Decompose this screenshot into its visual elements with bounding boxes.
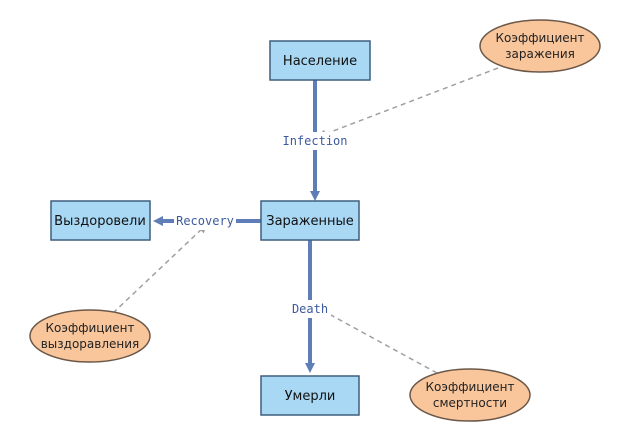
stock-population-label: Население: [283, 54, 357, 69]
stock-recovered[interactable]: Выздоровели: [50, 200, 151, 241]
param-infection-rate-line1: Коэффициент: [496, 31, 585, 45]
param-mortality-rate[interactable]: Коэффициент смертности: [409, 368, 531, 422]
param-mortality-rate-line2: смертности: [433, 396, 507, 410]
stock-dead-label: Умерли: [285, 389, 336, 404]
link-mortality-rate: [315, 306, 438, 374]
param-infection-rate[interactable]: Коэффициент заражения: [479, 19, 601, 73]
stock-dead[interactable]: Умерли: [260, 375, 360, 416]
link-recovery-rate: [112, 223, 208, 314]
stock-recovered-label: Выздоровели: [54, 214, 146, 229]
flow-label-death: Death: [292, 302, 328, 316]
stock-population[interactable]: Население: [269, 40, 371, 81]
param-recovery-rate-line1: Коэффициент: [46, 321, 135, 335]
flow-label-recovery: Recovery: [176, 214, 234, 228]
param-mortality-rate-line1: Коэффициент: [426, 380, 515, 394]
flow-label-infection: Infection: [282, 134, 347, 148]
link-infection-rate: [317, 67, 499, 139]
stock-infected[interactable]: Зараженные: [260, 200, 360, 241]
param-infection-rate-line2: заражения: [505, 47, 575, 61]
stock-infected-label: Зараженные: [266, 214, 354, 229]
param-recovery-rate[interactable]: Коэффициент выздоравления: [29, 309, 151, 363]
param-recovery-rate-line2: выздоравления: [41, 337, 140, 351]
